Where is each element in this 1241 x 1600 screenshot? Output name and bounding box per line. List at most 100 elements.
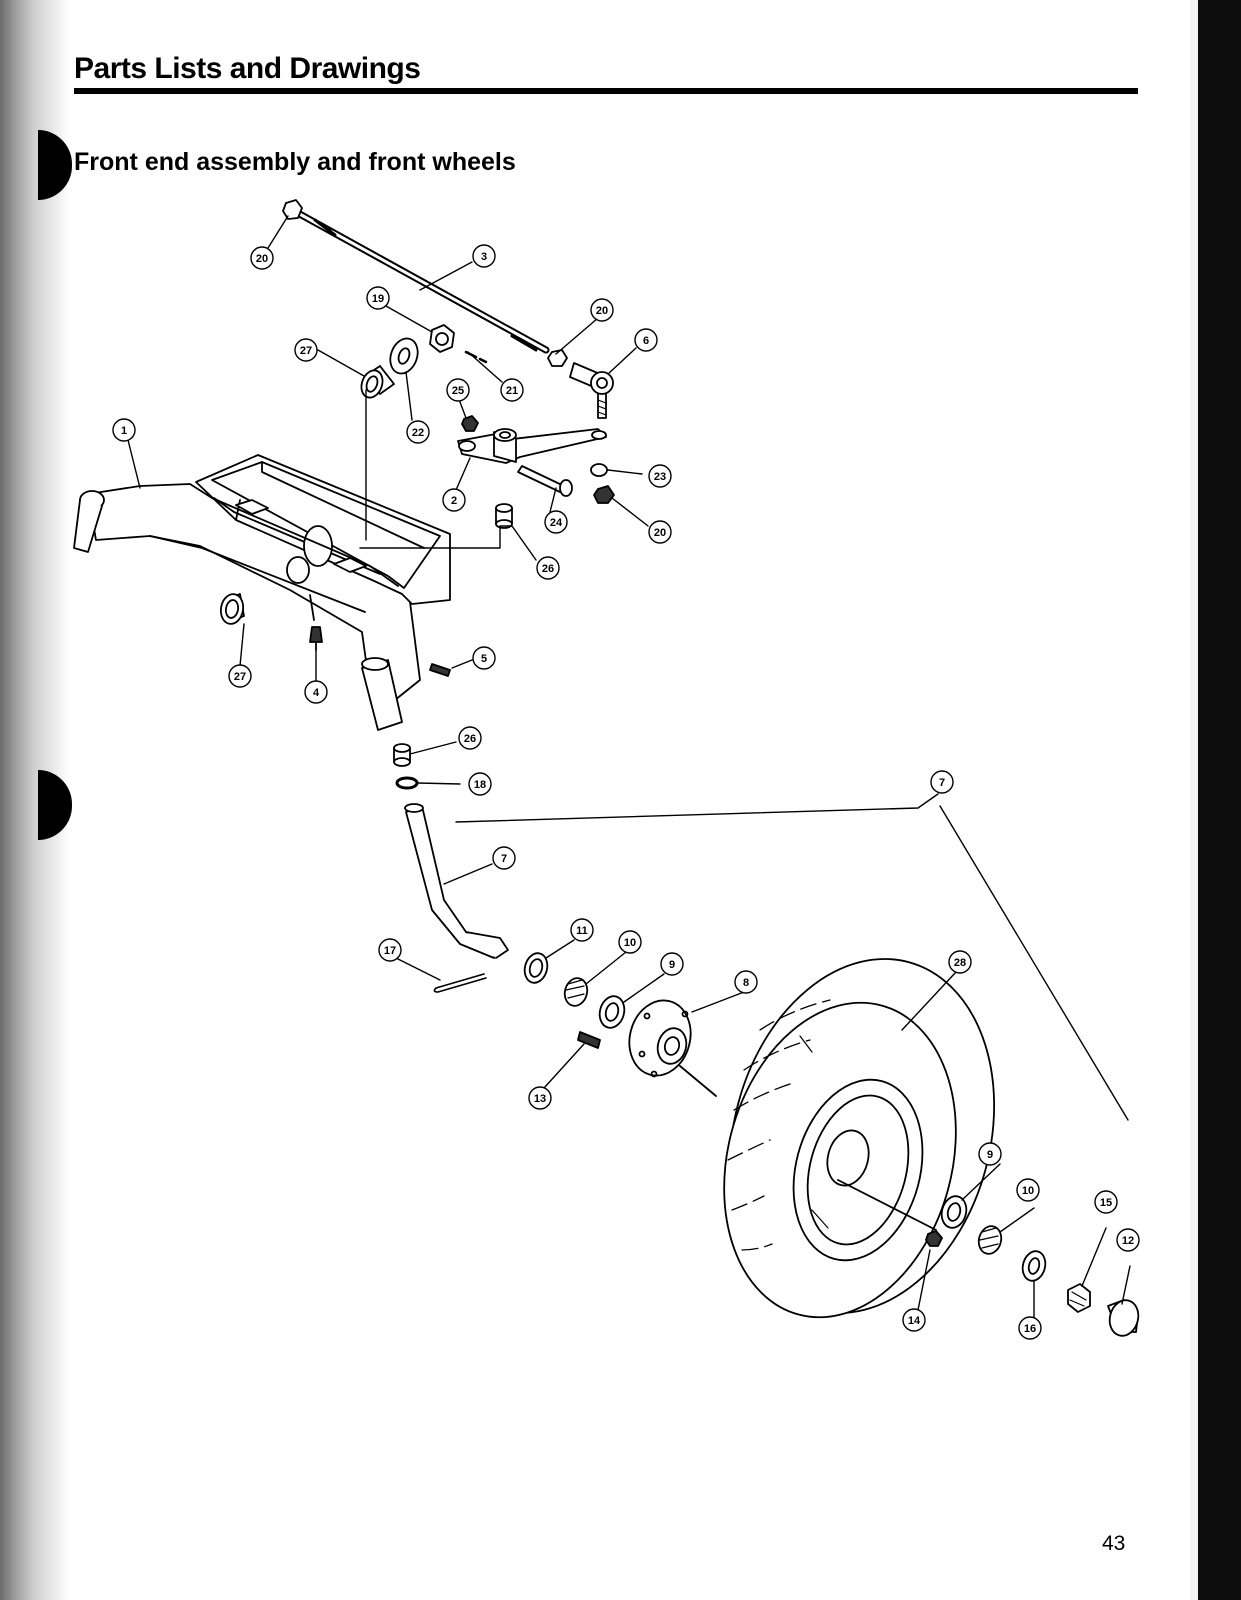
callout-circle	[472, 646, 496, 670]
callout-20-lower: 20	[654, 527, 666, 539]
section-title: Front end assembly and front wheels	[74, 148, 516, 176]
callout-circle	[228, 664, 252, 688]
callout-circle	[978, 1142, 1002, 1166]
part-spacer-26-top	[495, 503, 513, 529]
part-castle-nut-15	[1067, 1283, 1091, 1313]
part-front-axle-frame	[73, 454, 451, 701]
callout-circle	[902, 1308, 926, 1332]
callout-circle	[492, 846, 516, 870]
callout-9-right: 9	[987, 1149, 993, 1161]
callout-circle	[544, 510, 568, 534]
callout-5: 5	[481, 653, 487, 665]
part-wheel-bolt-13	[577, 1031, 601, 1049]
callout-circle	[618, 930, 642, 954]
callout-circle	[1094, 1190, 1118, 1214]
part-tire-wheel	[723, 958, 996, 1319]
part-bolt-5	[429, 663, 451, 677]
part-nut-19	[429, 324, 455, 353]
part-bushing-27-bottom	[219, 593, 245, 625]
callout-27-bottom: 27	[234, 671, 246, 683]
callout-circle	[406, 420, 430, 444]
callout-21: 21	[506, 385, 518, 397]
callout-16: 16	[1024, 1323, 1036, 1335]
callout-22: 22	[412, 427, 424, 439]
callout-circle	[948, 950, 972, 974]
header-rule	[74, 88, 1138, 94]
callout-circle	[446, 378, 470, 402]
callout-20-left: 20	[256, 253, 268, 265]
callout-25: 25	[452, 385, 464, 397]
callout-10-left: 10	[624, 937, 636, 949]
page-number: 43	[1102, 1532, 1126, 1555]
callout-circle	[634, 328, 658, 352]
part-spindle-sleeve	[361, 657, 403, 731]
part-spacer-26-bottom	[393, 743, 411, 767]
part-steering-arm	[457, 428, 607, 464]
callout-7-spindle: 7	[501, 853, 507, 865]
part-seal-9-right	[940, 1195, 968, 1229]
callout-circle	[734, 970, 758, 994]
callout-circle	[378, 938, 402, 962]
callout-13: 13	[534, 1093, 546, 1105]
callout-circle	[1116, 1228, 1140, 1252]
part-ball-joint	[569, 362, 614, 419]
callout-11: 11	[576, 925, 588, 937]
callout-28: 28	[954, 957, 966, 969]
callout-circle	[304, 680, 328, 704]
callout-7-right: 7	[939, 777, 945, 789]
part-spindle	[404, 803, 509, 959]
callout-19: 19	[372, 293, 384, 305]
part-seal-9	[598, 995, 626, 1029]
callout-6: 6	[643, 335, 649, 347]
callout-circle	[570, 918, 594, 942]
part-lock-nut	[593, 485, 615, 504]
callout-circle	[472, 244, 496, 268]
callout-circle	[648, 520, 672, 544]
part-washer-22	[389, 337, 419, 375]
callout-circle	[458, 726, 482, 750]
part-cotter-17	[433, 973, 487, 993]
scan-right-edge	[1190, 0, 1241, 1600]
callout-14: 14	[908, 1315, 921, 1327]
callout-15: 15	[1100, 1197, 1112, 1209]
part-bearing-cone-10	[563, 977, 589, 1007]
callout-10-right: 10	[1022, 1185, 1034, 1197]
callout-1: 1	[121, 425, 127, 437]
callout-24: 24	[550, 517, 563, 529]
callout-8: 8	[743, 977, 749, 989]
callout-12: 12	[1122, 1235, 1134, 1247]
part-bearing-cup-11	[523, 952, 549, 984]
part-grease-fitting	[309, 626, 323, 651]
part-bolt-24	[517, 465, 573, 497]
part-hub-cap-12	[1107, 1299, 1140, 1337]
callout-27-top: 27	[300, 345, 312, 357]
callout-circle	[112, 418, 136, 442]
callout-23: 23	[654, 471, 666, 483]
page-header: Parts Lists and Drawings	[74, 52, 1138, 94]
part-snap-ring	[395, 776, 419, 790]
part-nut-25	[461, 415, 479, 432]
callout-circle	[590, 298, 614, 322]
callout-circle	[528, 1086, 552, 1110]
callout-circle	[1016, 1178, 1040, 1202]
callout-circle	[500, 378, 524, 402]
callout-17: 17	[384, 945, 396, 957]
callout-circle	[648, 464, 672, 488]
part-wheel-hub	[628, 999, 717, 1097]
callout-circle	[468, 772, 492, 796]
callout-circle	[660, 952, 684, 976]
part-lug-nut-14	[925, 1230, 943, 1247]
callout-18: 18	[474, 779, 486, 791]
callout-circle	[250, 246, 274, 270]
part-jam-nut	[547, 349, 568, 367]
part-washer-16	[1021, 1250, 1047, 1282]
page-title: Parts Lists and Drawings	[74, 52, 425, 86]
part-spacer-23	[590, 463, 608, 477]
part-bushing-27-top	[360, 365, 395, 399]
callout-20-right: 20	[596, 305, 608, 317]
callout-3: 3	[481, 251, 487, 263]
callout-circle	[294, 338, 318, 362]
part-tie-rod	[282, 199, 550, 354]
callout-circle	[930, 770, 954, 794]
